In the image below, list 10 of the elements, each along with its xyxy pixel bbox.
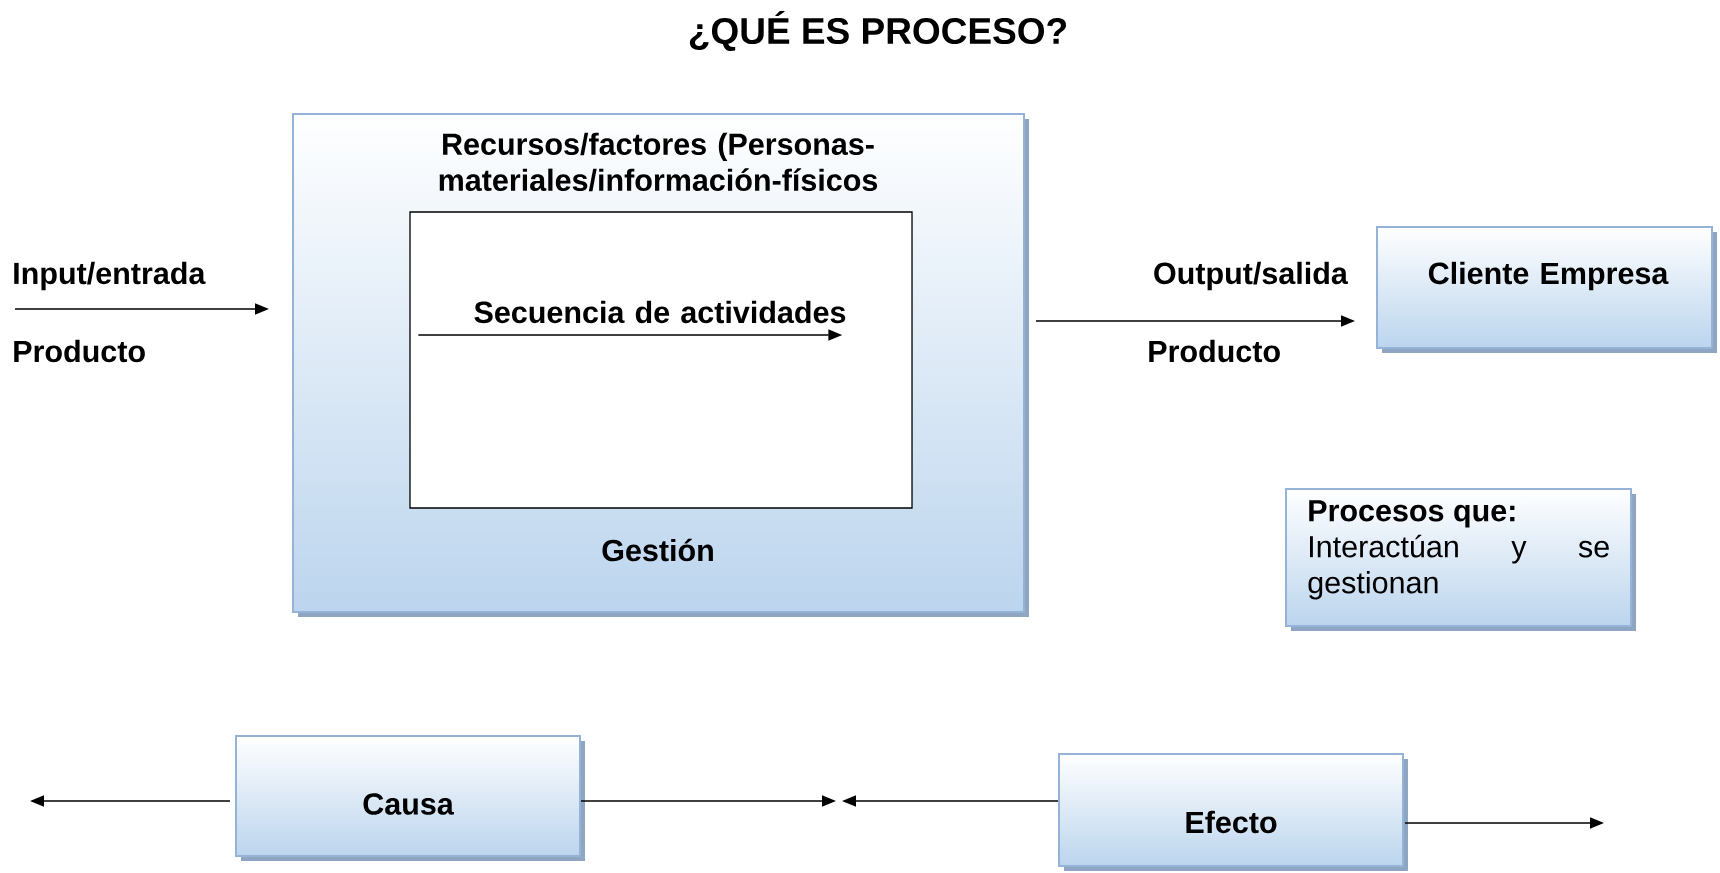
note-box: Procesos que: Interactúan y se gestionan xyxy=(1285,488,1636,631)
cause-box: Causa xyxy=(235,735,585,861)
edge-label: Input/entrada xyxy=(11,260,207,292)
title: ¿QUÉ ES PROCESO? xyxy=(689,10,1067,51)
edge-label: Output/salida xyxy=(1151,260,1349,292)
effect-box: Efecto xyxy=(1058,753,1408,871)
client-box: Cliente Empresa xyxy=(1376,226,1717,353)
activity-box: Secuencia de actividades xyxy=(409,211,913,509)
product-label: Producto xyxy=(14,339,145,363)
product-label: Producto xyxy=(1149,339,1280,363)
